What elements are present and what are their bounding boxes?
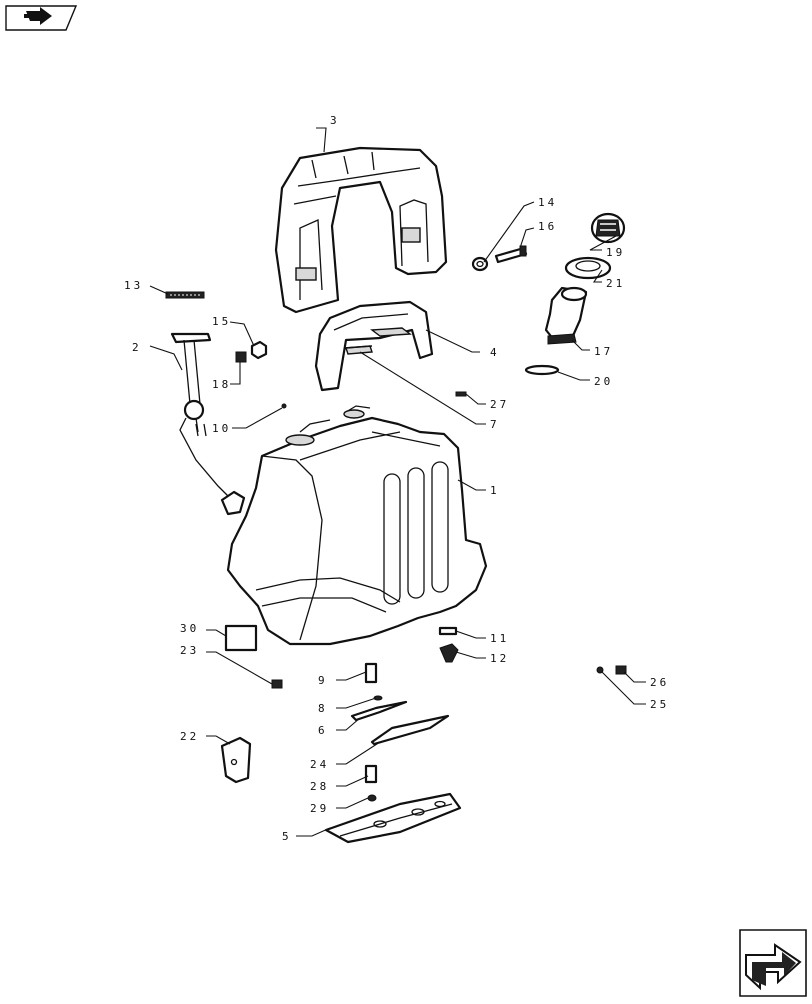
callout-7: 7 [490, 418, 500, 431]
callout-1: 1 [490, 484, 500, 497]
part-18-nut [235, 351, 247, 363]
part-1-tank [226, 405, 488, 646]
callout-4: 4 [490, 346, 500, 359]
callout-2: 2 [132, 341, 142, 354]
callout-10: 10 [212, 422, 231, 435]
part-22-guard [220, 736, 252, 784]
part-19-cap [590, 212, 626, 244]
part-7-pad [343, 345, 373, 349]
part-21-flange [564, 256, 612, 280]
callout-22: 22 [180, 730, 199, 743]
callout-15: 15 [212, 315, 231, 328]
callout-28: 28 [310, 780, 329, 793]
callout-5: 5 [282, 830, 292, 843]
callout-27: 27 [490, 398, 509, 411]
callout-25: 25 [650, 698, 669, 711]
part-17-filler-neck [544, 286, 588, 345]
part-12-drain [439, 643, 459, 663]
callout-6: 6 [318, 724, 328, 737]
callout-18: 18 [212, 378, 231, 391]
callout-19: 19 [606, 246, 625, 259]
part-3-frame [274, 146, 448, 314]
part-14-washer [471, 256, 489, 272]
callout-13: 13 [124, 279, 143, 292]
callout-9: 9 [318, 674, 328, 687]
callout-3: 3 [330, 114, 340, 127]
part-8-washer [373, 695, 383, 701]
part-23-plug [271, 679, 283, 689]
back-button[interactable] [5, 5, 78, 31]
part-11-fitting [438, 626, 458, 636]
back-arrow-icon [24, 7, 52, 25]
callout-24: 24 [310, 758, 329, 771]
part-20-gasket [524, 364, 560, 376]
next-button[interactable] [739, 929, 807, 997]
callout-20: 20 [594, 375, 613, 388]
part-10-screw [281, 403, 287, 409]
callout-12: 12 [490, 652, 509, 665]
part-25-screw [596, 666, 604, 674]
callout-11: 11 [490, 632, 509, 645]
part-28-bolt [364, 764, 378, 784]
next-arrow-icon [745, 943, 802, 991]
callout-23: 23 [180, 644, 199, 657]
callout-labels: 3 13 2 15 18 10 14 16 19 21 17 20 27 4 7… [124, 114, 669, 843]
callout-29: 29 [310, 802, 329, 815]
callout-16: 16 [538, 220, 557, 233]
part-30-label [224, 624, 258, 652]
part-29-washer [367, 794, 377, 802]
leader-lines [149, 127, 646, 837]
part-16-bolt [494, 245, 528, 264]
part-27-pin [455, 391, 467, 397]
part-5-bottom-plate [324, 792, 462, 844]
callout-26: 26 [650, 676, 669, 689]
part-9-bolt [364, 662, 378, 684]
part-24-strip [370, 714, 450, 746]
callout-30: 30 [180, 622, 199, 635]
part-15-nut [250, 340, 268, 360]
callout-21: 21 [606, 277, 625, 290]
part-2-sender [170, 332, 246, 516]
part-13-clamp [165, 291, 205, 299]
part-4-bracket [314, 300, 434, 392]
part-6-strip [350, 700, 408, 722]
callout-8: 8 [318, 702, 328, 715]
callout-14: 14 [538, 196, 557, 209]
callout-17: 17 [594, 345, 613, 358]
